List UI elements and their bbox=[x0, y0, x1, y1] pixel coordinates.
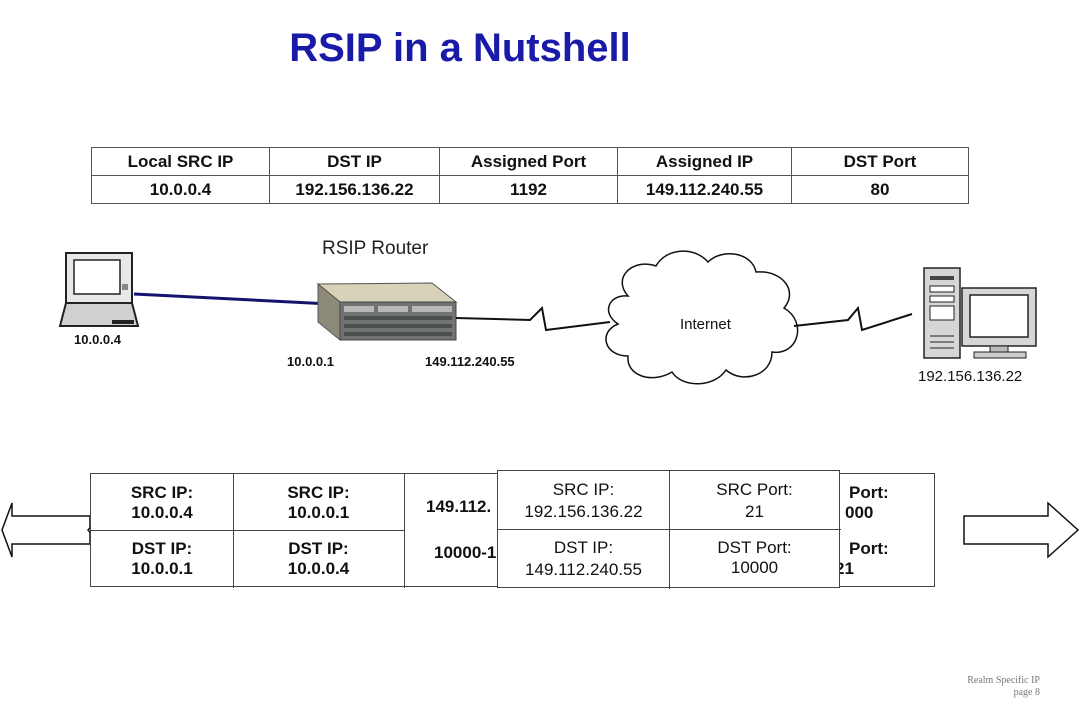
src-ip-value: 10.0.0.4 bbox=[131, 503, 193, 522]
dst-ip-label: DST IP: bbox=[288, 539, 349, 558]
laptop-ip-label: 10.0.0.4 bbox=[74, 332, 121, 347]
router-icon bbox=[316, 282, 458, 342]
table-row: 10.0.0.4 192.156.136.22 1192 149.112.240… bbox=[91, 175, 969, 204]
table-header: Local SRC IP bbox=[91, 147, 270, 176]
table-cell: 1192 bbox=[439, 175, 618, 204]
router-inside-ip: 10.0.0.1 bbox=[287, 354, 334, 369]
wan-link bbox=[793, 305, 913, 332]
lan-link bbox=[133, 292, 331, 306]
port-range-partial: 10000-1 bbox=[434, 543, 497, 562]
dst-ip-label: DST IP: bbox=[131, 539, 193, 558]
port-value-partial: 21 bbox=[835, 559, 854, 578]
divider bbox=[498, 529, 841, 530]
src-ip-label: SRC IP: bbox=[287, 483, 350, 502]
dst-ip-label: DST IP: bbox=[553, 538, 614, 557]
arrow-left-icon bbox=[1, 502, 91, 558]
table-header: Assigned Port bbox=[439, 147, 618, 176]
assigned-ip-partial: 149.112. bbox=[426, 497, 492, 516]
dst-ip-value: 10.0.0.4 bbox=[287, 559, 350, 578]
dst-port-value: 10000 bbox=[730, 558, 779, 577]
slide-title: RSIP in a Nutshell bbox=[289, 26, 631, 70]
table-cell: 192.156.136.22 bbox=[269, 175, 440, 204]
divider bbox=[91, 530, 404, 531]
divider bbox=[404, 474, 405, 588]
router-outside-ip: 149.112.240.55 bbox=[425, 354, 515, 369]
server-ip-label: 192.156.136.22 bbox=[918, 368, 1023, 385]
port-label-partial: Port: bbox=[849, 539, 889, 558]
divider bbox=[233, 474, 234, 588]
arrow-right-icon bbox=[963, 501, 1080, 559]
port-value-partial: 000 bbox=[845, 503, 874, 522]
table-cell: 10.0.0.4 bbox=[91, 175, 270, 204]
dst-port-label: DST Port: bbox=[717, 538, 792, 557]
table-cell: 149.112.240.55 bbox=[617, 175, 792, 204]
dst-ip-value: 10.0.0.1 bbox=[131, 559, 193, 578]
divider bbox=[669, 471, 670, 589]
nat-binding-table: Local SRC IP DST IP Assigned Port Assign… bbox=[91, 147, 969, 204]
page-number: page 8 bbox=[1013, 687, 1040, 698]
router-label: RSIP Router bbox=[322, 238, 429, 259]
laptop-icon bbox=[58, 252, 140, 327]
src-ip-value: 10.0.0.1 bbox=[287, 503, 350, 522]
src-ip-label: SRC IP: bbox=[552, 480, 615, 499]
packet-header-front: SRC IP: 192.156.136.22 SRC Port: 21 DST … bbox=[497, 470, 841, 589]
server-icon bbox=[923, 267, 1037, 359]
table-cell: 80 bbox=[791, 175, 969, 204]
src-ip-label: SRC IP: bbox=[130, 483, 194, 502]
table-header: DST Port bbox=[791, 147, 969, 176]
src-ip-value: 192.156.136.22 bbox=[524, 502, 643, 521]
dst-ip-value: 149.112.240.55 bbox=[525, 560, 642, 579]
slide-footer: Realm Specific IP page 8 bbox=[967, 675, 1040, 699]
src-port-label: SRC Port: bbox=[716, 480, 793, 499]
footer-title: Realm Specific IP bbox=[967, 675, 1040, 686]
src-port-value: 21 bbox=[745, 502, 764, 521]
internet-cloud bbox=[605, 250, 799, 385]
cloud-label: Internet bbox=[680, 316, 731, 333]
wan-link bbox=[455, 305, 611, 332]
table-header-row: Local SRC IP DST IP Assigned Port Assign… bbox=[91, 147, 969, 176]
port-label-partial: Port: bbox=[849, 483, 889, 502]
